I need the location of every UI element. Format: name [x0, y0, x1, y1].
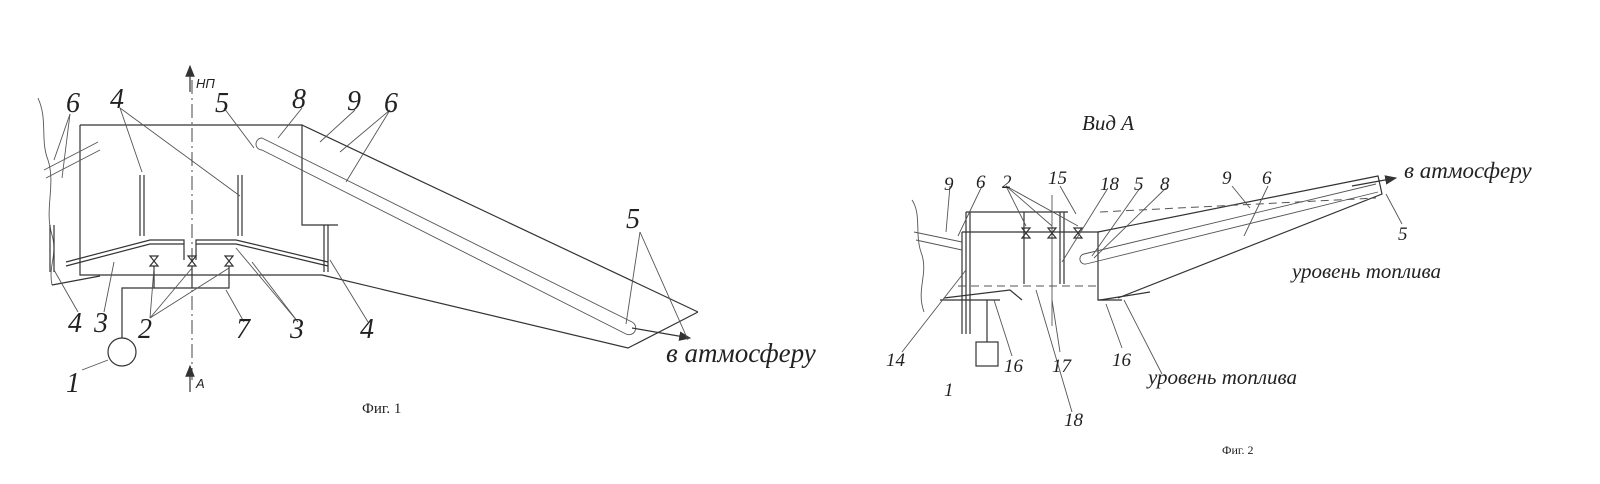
label-9a: 9 — [944, 174, 954, 195]
label-18b: 18 — [1064, 410, 1084, 431]
leader-lines — [53, 107, 689, 371]
pump-icon — [975, 341, 999, 367]
fuel-level-line-vent — [1099, 197, 1377, 213]
label-7: 7 — [236, 314, 251, 345]
label-5b: 5 — [626, 204, 640, 235]
vertical-pipe-far-left — [49, 225, 55, 272]
pipe-left — [65, 239, 185, 267]
tank-outline — [79, 124, 338, 276]
vent-casing — [301, 124, 699, 313]
sloped-bottom-right — [1099, 291, 1151, 301]
pump-icon — [107, 337, 137, 367]
tank-outline — [961, 231, 1122, 334]
label-3b: 3 — [289, 314, 304, 345]
label-5b: 5 — [1398, 224, 1408, 245]
leader-lines — [901, 185, 1403, 413]
label-8: 8 — [1160, 174, 1170, 195]
vertical-pipe-right — [237, 175, 243, 236]
label-4c: 4 — [360, 314, 374, 345]
vertical-pipe-left — [139, 175, 145, 236]
label-16b: 16 — [1112, 350, 1132, 371]
figure-1-caption: Фиг. 1 — [362, 401, 401, 417]
label-4b: 4 — [68, 308, 82, 339]
label-8: 8 — [292, 84, 306, 115]
valve-icon — [148, 255, 235, 267]
label-2: 2 — [138, 314, 152, 345]
left-tube-1 — [43, 141, 99, 171]
outlet-arrow — [1351, 175, 1398, 187]
outlet-label: в атмосферу — [666, 338, 816, 368]
label-6b: 6 — [384, 88, 398, 119]
fuel-level-label-bottom: уровень топлива — [1146, 365, 1297, 389]
label-1: 1 — [66, 368, 80, 399]
figure-2-title: Вид А — [1082, 111, 1134, 135]
fuel-level-label-right: уровень топлива — [1290, 259, 1441, 283]
break-line — [911, 199, 925, 313]
label-17: 17 — [1052, 356, 1073, 377]
vent-tube-1 — [1083, 183, 1377, 255]
vent-tube-2 — [261, 149, 627, 335]
inner-pipe-14 — [965, 211, 1068, 334]
label-2: 2 — [1002, 172, 1012, 193]
inner-pipe-2 — [1023, 212, 1065, 284]
vent-casing — [1097, 175, 1383, 299]
left-tube-2 — [45, 149, 101, 179]
label-16a: 16 — [1004, 356, 1024, 377]
outlet-label: в атмосферу — [1404, 158, 1532, 183]
axis-label-top: НП — [196, 76, 215, 91]
vertical-pipe-far-right — [323, 225, 329, 272]
label-6a: 6 — [66, 88, 80, 119]
axis-label-bottom: А — [195, 376, 205, 391]
feed-manifold — [121, 266, 230, 338]
label-9: 9 — [347, 86, 361, 117]
break-line — [37, 97, 55, 286]
label-5a: 5 — [1134, 174, 1144, 195]
vent-tube-2 — [1085, 191, 1379, 265]
label-6a: 6 — [976, 172, 986, 193]
pipe-right — [195, 239, 329, 267]
figure-2-caption: Фиг. 2 — [1222, 443, 1253, 457]
label-4a: 4 — [110, 84, 124, 115]
label-3a: 3 — [93, 308, 108, 339]
label-9b: 9 — [1222, 168, 1232, 189]
figure-1: 6 4 5 8 9 6 5 4 3 2 7 3 4 1 НП А в атмос… — [37, 64, 816, 417]
label-1: 1 — [944, 380, 954, 401]
label-6b: 6 — [1262, 168, 1272, 189]
vent-tube-1 — [261, 137, 633, 323]
outlet-arrow — [631, 327, 692, 341]
label-14: 14 — [886, 350, 906, 371]
tank-bottom-slope — [51, 274, 699, 349]
label-5a: 5 — [215, 88, 229, 119]
label-15: 15 — [1048, 168, 1067, 189]
sloped-bottom-left — [943, 289, 1023, 301]
vent-hook-bottom — [625, 321, 637, 336]
label-18a: 18 — [1100, 174, 1120, 195]
figure-2: Вид А — [886, 111, 1532, 457]
left-tube-1 — [913, 231, 963, 243]
vent-hook-top — [255, 137, 263, 151]
left-tube-2 — [915, 239, 963, 251]
vent-hook — [1079, 253, 1087, 265]
